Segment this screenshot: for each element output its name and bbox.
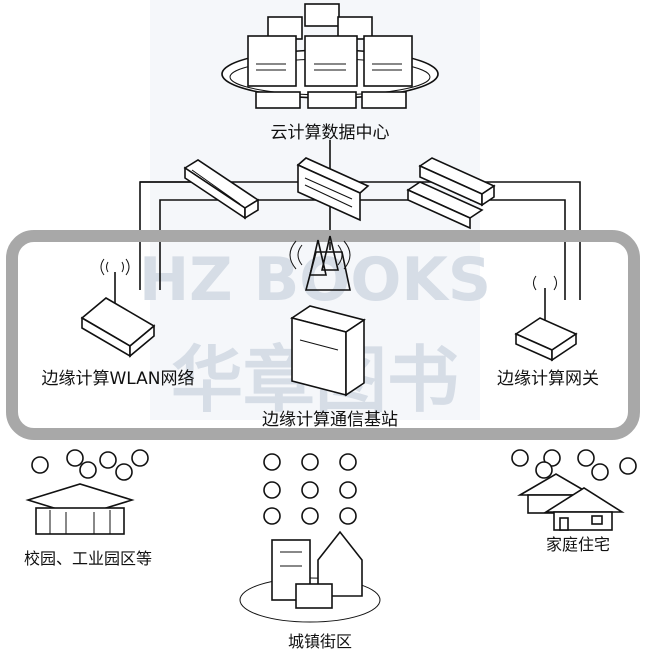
label-home: 家庭住宅	[546, 535, 610, 554]
cell-tower-icon: 边缘计算通信基站	[262, 235, 398, 430]
gateway-icon: 边缘计算网关	[497, 275, 599, 389]
people-group-icon	[31, 449, 149, 481]
switch-left	[183, 159, 260, 220]
label-edge-base-station: 边缘计算通信基站	[262, 410, 398, 430]
label-edge-gateway: 边缘计算网关	[497, 369, 599, 389]
wifi-router-icon: 边缘计算WLAN网络	[41, 258, 195, 389]
people-group-icon	[511, 449, 637, 481]
town-group: 城镇街区	[239, 453, 381, 651]
people-group-icon	[263, 453, 357, 525]
campus-group: 校园、工业园区等	[24, 449, 152, 568]
network-switch-icon	[183, 157, 496, 230]
city-buildings-icon	[239, 530, 381, 623]
switch-center	[296, 157, 370, 222]
server-rack-icon	[247, 3, 413, 109]
edge-computing-frame	[6, 230, 640, 440]
label-edge-wlan: 边缘计算WLAN网络	[41, 369, 194, 389]
label-cloud-data-center: 云计算数据中心	[271, 123, 390, 143]
cloud-data-center: 云计算数据中心	[221, 3, 439, 143]
home-group: 家庭住宅	[511, 449, 637, 554]
label-campus: 校园、工业园区等	[24, 549, 152, 568]
label-town-street: 城镇街区	[288, 632, 352, 651]
campus-building-icon	[25, 483, 135, 535]
house-icon	[517, 473, 625, 531]
switch-right	[406, 157, 496, 230]
